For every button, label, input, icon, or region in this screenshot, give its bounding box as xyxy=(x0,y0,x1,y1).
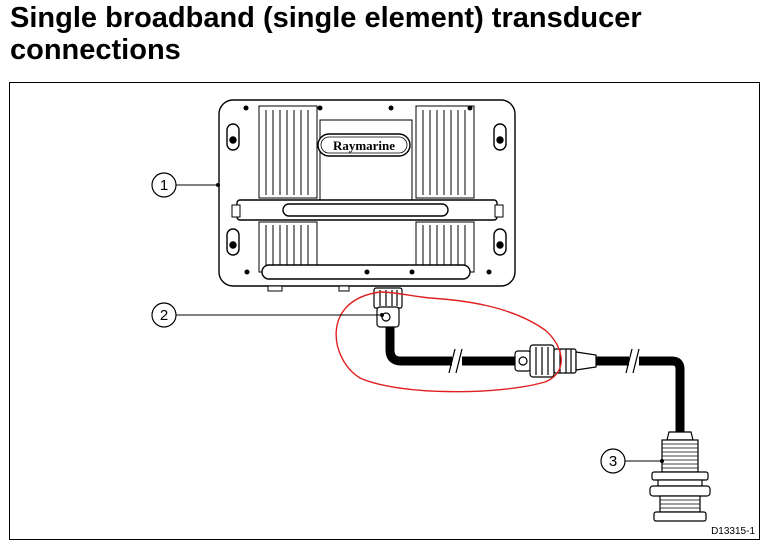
page-title: Single broadband (single element) transd… xyxy=(10,2,642,66)
transducer-cable-segment-1 xyxy=(385,327,517,366)
cable-break-1 xyxy=(448,348,463,374)
transducer xyxy=(649,431,711,522)
transducer-cable-segment-2 xyxy=(596,356,685,432)
callout-1-number: 1 xyxy=(160,177,168,194)
callout-2-number: 2 xyxy=(160,307,168,324)
callout-3-number: 3 xyxy=(609,453,617,470)
brand-label: Raymarine xyxy=(333,138,395,153)
diagram-frame: Raymarine xyxy=(9,82,760,540)
figure-id: D13315-1 xyxy=(711,526,755,537)
cable-break-2 xyxy=(625,348,640,374)
callout-2: 2 xyxy=(151,302,384,328)
sonar-module xyxy=(218,99,516,292)
callout-3: 3 xyxy=(600,448,664,474)
raymarine-logo: Raymarine xyxy=(317,133,411,157)
callout-1: 1 xyxy=(151,172,220,198)
inline-connector xyxy=(514,344,597,378)
highlight-ellipse xyxy=(335,291,562,393)
connection-diagram: Raymarine xyxy=(151,99,711,522)
